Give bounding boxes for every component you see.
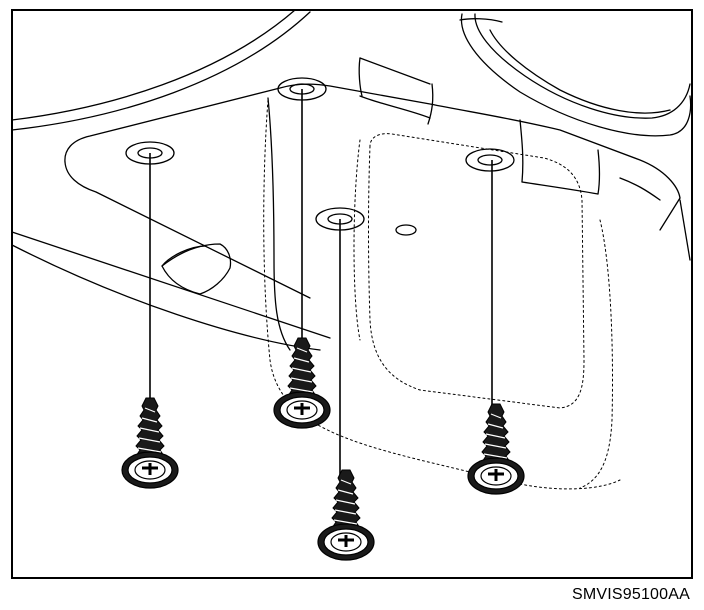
figure-code: SMVIS95100AA [571, 586, 690, 603]
headliner-edge [11, 9, 296, 121]
headliner-edge-inner [11, 11, 311, 131]
overhead-console [11, 57, 691, 351]
tapping-screw [316, 468, 376, 562]
tapping-screw [466, 402, 526, 496]
console-hole [395, 224, 417, 236]
tapping-screw [272, 336, 332, 430]
figure-border [11, 9, 693, 579]
hidden-outline [263, 99, 621, 490]
screw-hole [465, 148, 515, 172]
lens-cover [459, 13, 692, 137]
tapping-screw [120, 396, 180, 490]
release-tab [161, 243, 232, 295]
